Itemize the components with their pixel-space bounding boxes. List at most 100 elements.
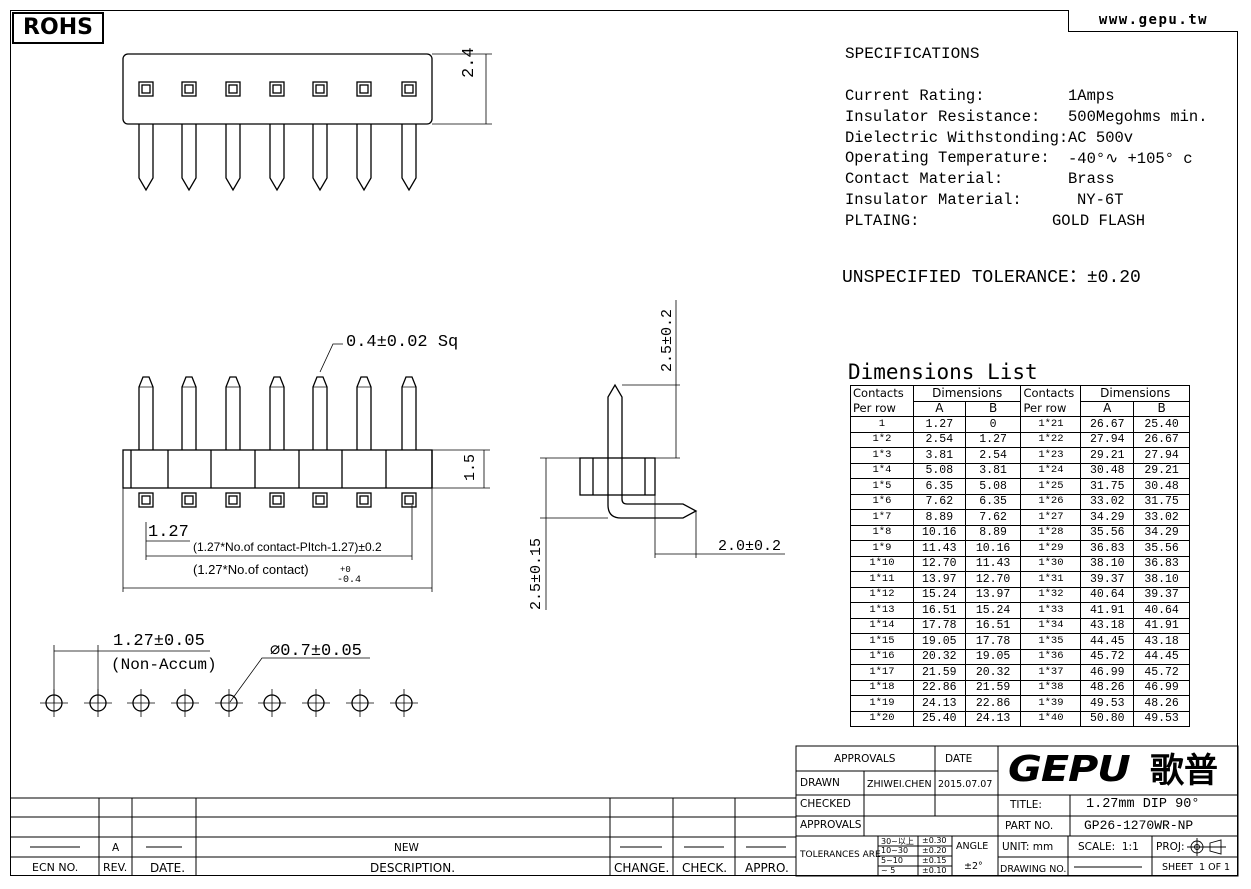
tb-drawn-by: ZHIWEI.CHEN <box>867 779 932 790</box>
tol-range: 30~以上 <box>881 837 914 846</box>
cell-b: 39.37 <box>1133 586 1190 603</box>
tb-approvals: APPROVALS <box>800 819 862 831</box>
tb-scale: SCALE: 1:1 <box>1078 841 1139 853</box>
cell-contacts: 1*9 <box>850 540 914 557</box>
pin-square <box>269 81 285 97</box>
cell-a: 40.64 <box>1080 586 1135 603</box>
pin-square-inner <box>272 84 282 94</box>
spec-label: Current Rating: <box>845 87 985 105</box>
tb-title-value: 1.27mm DIP 90° <box>1086 797 1200 812</box>
tb-title-label: TITLE: <box>1010 799 1042 811</box>
tolerance-note: UNSPECIFIED TOLERANCE：±0.20 <box>842 268 1141 288</box>
cell-contacts: 1*12 <box>850 586 914 603</box>
pin-front <box>225 376 241 450</box>
rev-date: DATE. <box>150 861 186 875</box>
pin-square-inner <box>315 84 325 94</box>
cell-b: 20.32 <box>964 664 1022 681</box>
rohs-badge: ROHS <box>12 12 104 44</box>
spec-value: NY-6T <box>1077 191 1124 209</box>
cell-contacts: 1*16 <box>850 648 914 665</box>
rev-new: NEW <box>394 842 419 854</box>
cell-a: 38.10 <box>1080 555 1135 572</box>
col-contacts-1-right: Contacts <box>1020 385 1082 401</box>
pin-front <box>269 376 285 450</box>
cell-b: 41.91 <box>1133 617 1190 634</box>
cell-contacts: 1*24 <box>1020 462 1082 479</box>
cell-b: 12.70 <box>964 571 1022 588</box>
rev-change: CHANGE. <box>614 861 670 875</box>
cell-a: 31.75 <box>1080 478 1135 495</box>
pin-square <box>181 81 197 97</box>
cell-b: 40.64 <box>1133 602 1190 619</box>
pin-square <box>401 81 417 97</box>
pin-square <box>225 81 241 97</box>
dim-hole-pitch: 1.27±0.05 <box>113 632 205 651</box>
cell-contacts: 1*40 <box>1020 710 1082 727</box>
cell-a: 36.83 <box>1080 540 1135 557</box>
tb-date-header: DATE <box>945 753 973 765</box>
tol-range: ~ 5 <box>881 866 896 875</box>
pin-tail <box>181 124 197 192</box>
projection-symbol <box>1187 838 1226 856</box>
cell-b: 24.13 <box>964 710 1022 727</box>
pin-tail <box>225 124 241 192</box>
dim-pitch: 1.27 <box>148 523 189 542</box>
cell-a: 50.80 <box>1080 710 1135 727</box>
rev-appro: APPRO. <box>745 861 789 875</box>
cell-a: 11.43 <box>912 540 966 557</box>
side-view <box>540 300 785 610</box>
col-contacts-1: Contacts <box>850 385 914 401</box>
tb-part-no-value: GP26-1270WR-NP <box>1084 818 1194 833</box>
spec-label: PLTAING: <box>845 211 920 230</box>
pin-front <box>401 376 417 450</box>
pin-front <box>356 376 372 450</box>
spec-label: Operating Temperature: <box>845 149 1050 168</box>
rev-check: CHECK. <box>682 861 728 875</box>
tol-value: ±0.30 <box>922 836 947 845</box>
pin-square-inner <box>228 84 238 94</box>
cell-b: 30.48 <box>1133 478 1190 495</box>
dim-side-right: 2.0±0.2 <box>718 538 782 555</box>
cell-a: 33.02 <box>1080 493 1135 510</box>
cell-b: 36.83 <box>1133 555 1190 572</box>
tb-unit: UNIT: mm <box>1002 841 1054 853</box>
rev-rev: REV. <box>103 861 128 874</box>
cell-contacts: 1*6 <box>850 493 914 510</box>
dim-hole-dia: ∅0.7±0.05 <box>270 642 362 661</box>
pin-square <box>356 81 372 97</box>
pin-square-inner <box>184 84 194 94</box>
pin-front <box>181 376 197 450</box>
cell-b: 43.18 <box>1133 633 1190 650</box>
cell-b: 46.99 <box>1133 679 1190 696</box>
gepu-logo: GEPU <box>1008 749 1131 790</box>
cell-a: 16.51 <box>912 602 966 619</box>
cell-a: 10.16 <box>912 524 966 541</box>
cell-a: 15.24 <box>912 586 966 603</box>
spec-title: SPECIFICATIONS <box>845 45 980 63</box>
rev-value: A <box>112 842 120 854</box>
cell-b: 45.72 <box>1133 664 1190 681</box>
top-view <box>122 53 492 192</box>
tb-tolerances-are: TOLERANCES ARE <box>800 850 881 860</box>
pin-square-bottom <box>312 492 328 508</box>
pin-square-inner <box>141 84 151 94</box>
tb-drawn: DRAWN <box>800 777 840 789</box>
dim-formula-a: (1.27*No.of contact-PItch-1.27)±0.2 <box>193 540 382 554</box>
tb-drawn-date: 2015.07.07 <box>938 779 993 790</box>
tol-range: 5~10 <box>881 856 903 865</box>
col-dimensions-right: Dimensions <box>1080 385 1190 402</box>
spec-label: Contact Material: <box>845 170 1004 189</box>
pin-square <box>312 81 328 97</box>
cell-b: 2.54 <box>964 447 1022 464</box>
pin-square-bottom <box>138 492 154 508</box>
rev-description: DESCRIPTION. <box>370 861 456 875</box>
dim-formula-b-tol-plus: +0 <box>340 565 351 575</box>
pin-square-bottom <box>401 492 417 508</box>
cell-contacts: 1*4 <box>850 462 914 479</box>
